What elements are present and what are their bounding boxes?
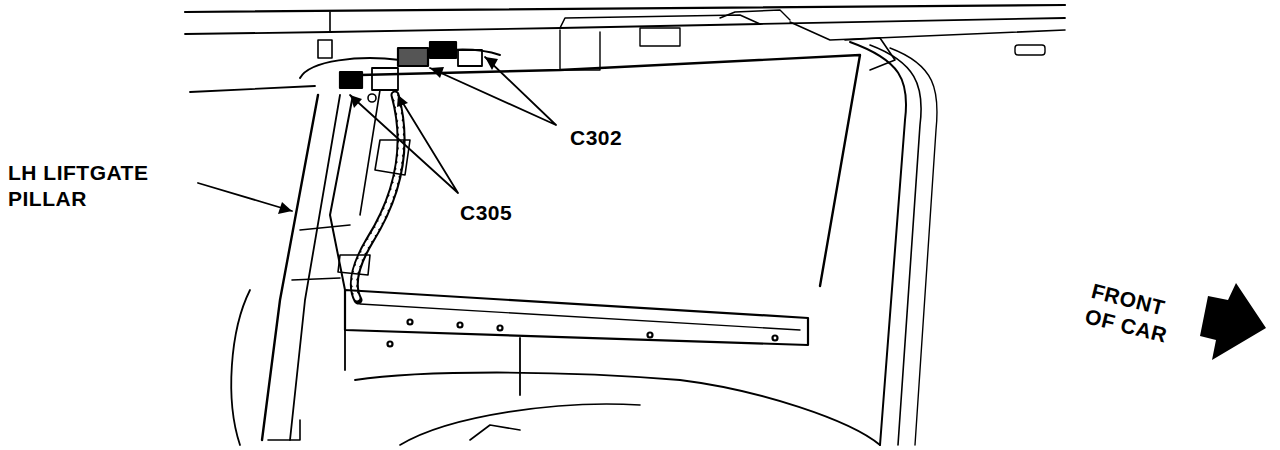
connector-label: C305 — [460, 200, 540, 226]
connector-label: C302 — [570, 125, 650, 151]
part-name: LH LIFTGATE PILLAR — [8, 160, 198, 212]
direction-note: FRONT OF CAR — [1082, 278, 1201, 355]
